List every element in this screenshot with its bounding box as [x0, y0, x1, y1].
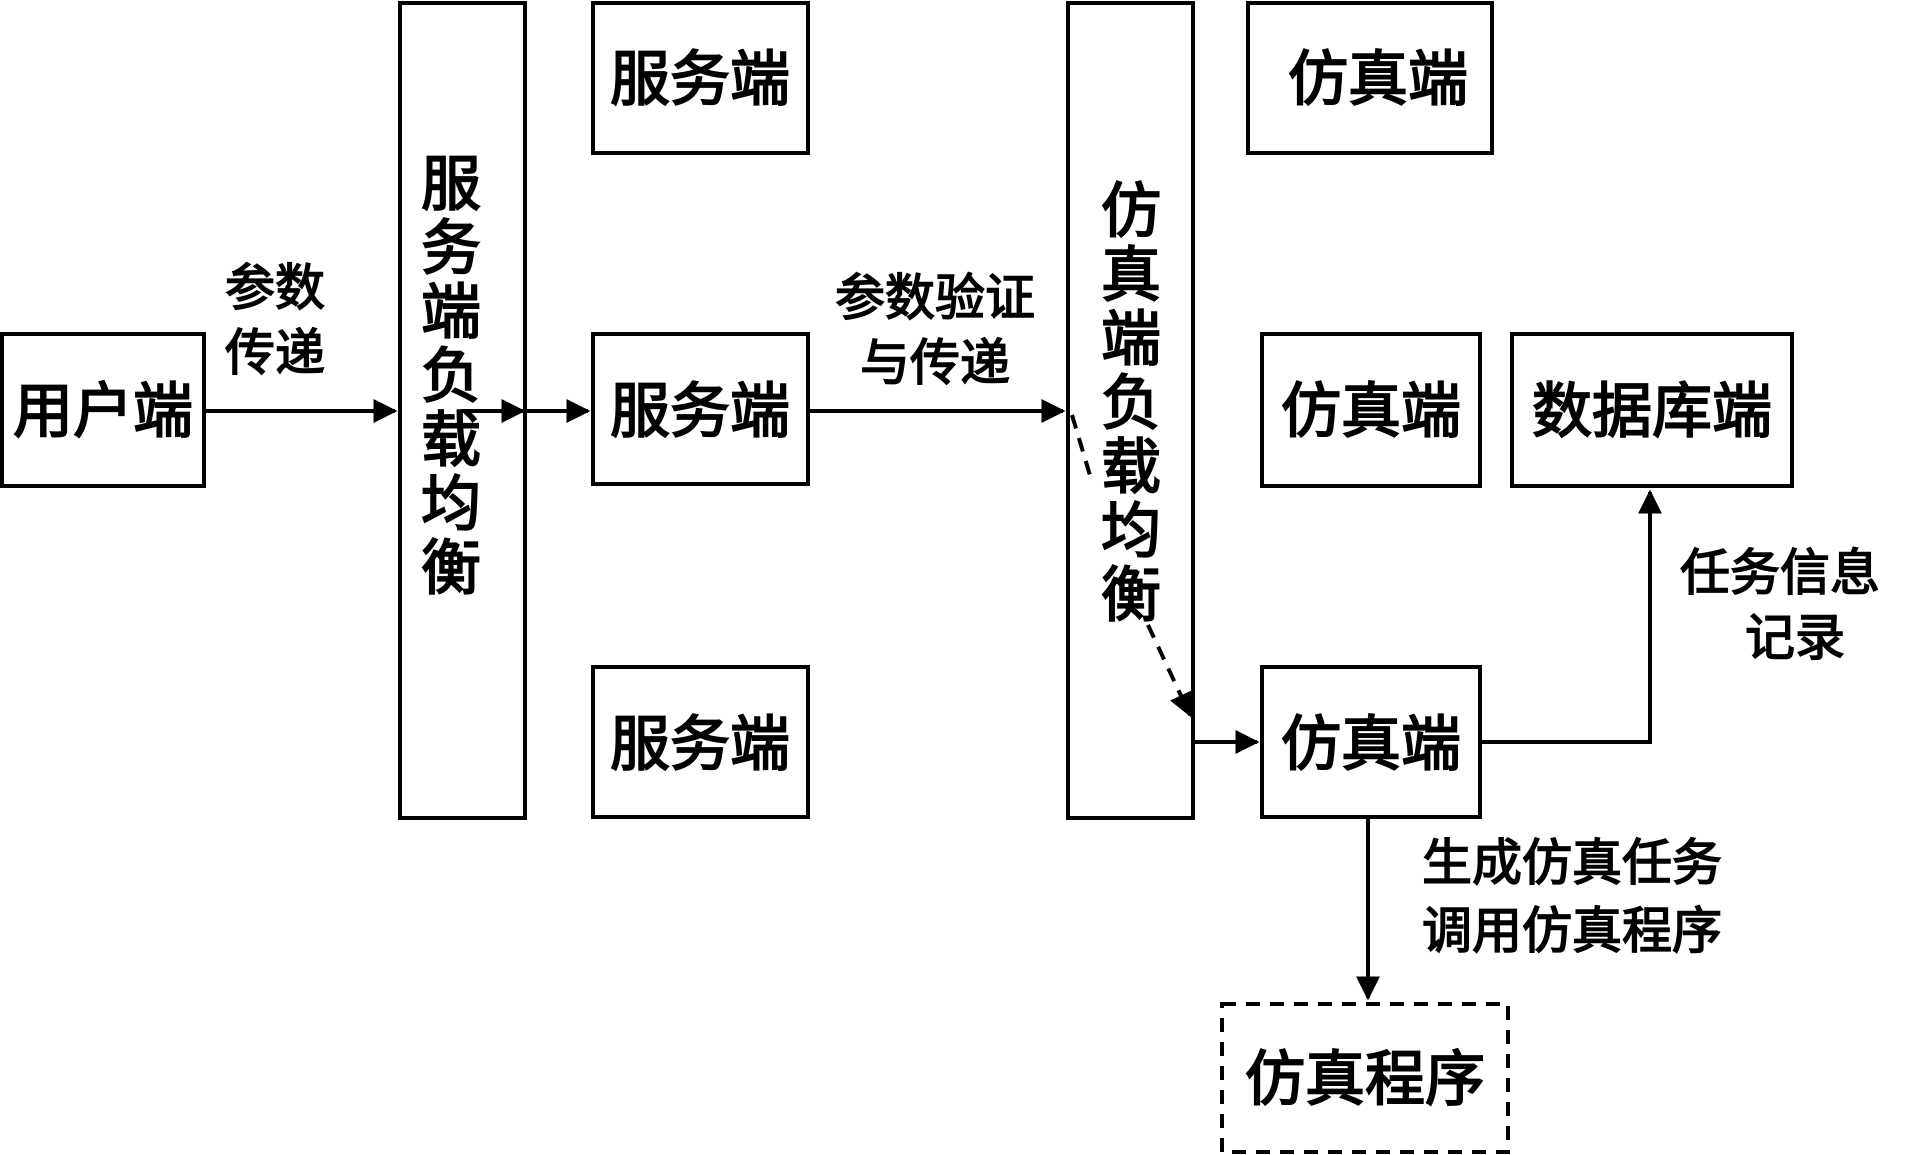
gen-task-label-line1: 生成仿真任务: [1422, 834, 1722, 892]
vertical-label-char: 端: [421, 278, 481, 348]
vertical-label-char: 真: [1101, 241, 1161, 311]
sim-lb-dispatch-dashed-top: [1070, 414, 1094, 483]
service-node-mid-label: 服务端: [610, 377, 790, 447]
service-node-bottom-label: 服务端: [610, 710, 790, 780]
param-transfer-label-line1: 参数: [225, 259, 325, 317]
sim-node-top-box: [1246, 1, 1494, 155]
task-record-label-line2: 记录: [1745, 609, 1845, 667]
service-node-bottom-box: [591, 665, 810, 819]
user-node-label: 用户端: [13, 377, 193, 447]
sim-node-mid-box: [1260, 332, 1482, 488]
vertical-label-char: 端: [1101, 305, 1161, 375]
param-verify-label-line2: 与传递: [860, 334, 1010, 392]
service-node-top-label: 服务端: [610, 45, 790, 115]
sim-load-balancer-box: [1066, 1, 1195, 820]
gen-task-label-line2: 调用仿真程序: [1422, 902, 1722, 960]
sim-node-bottom-label: 仿真端: [1281, 710, 1461, 780]
user-node-box: [0, 332, 206, 488]
sim-node-mid-label: 仿真端: [1281, 377, 1461, 447]
sim-lb-label: 仿真端负载均衡: [1101, 177, 1161, 631]
vertical-label-char: 负: [421, 342, 481, 412]
task-record-label-line1: 任务信息: [1680, 544, 1880, 602]
vertical-label-char: 均: [421, 470, 481, 540]
sim-program-node-box: [1220, 1002, 1510, 1154]
sim-node-top-label: 仿真端: [1288, 45, 1468, 115]
service-lb-label: 服务端负载均衡: [421, 150, 481, 604]
vertical-label-char: 载: [1101, 433, 1161, 503]
vertical-label-char: 务: [421, 214, 481, 284]
database-node-box: [1510, 332, 1794, 488]
service-node-top-box: [591, 1, 810, 155]
sim-program-node-label: 仿真程序: [1245, 1045, 1485, 1115]
sim-to-database-arrow: [1480, 489, 1662, 744]
vertical-label-char: 载: [421, 406, 481, 476]
vertical-label-char: 服: [421, 150, 481, 220]
vertical-label-char: 均: [1101, 497, 1161, 567]
sim-node-bottom-box: [1260, 665, 1482, 819]
vertical-label-char: 负: [1101, 369, 1161, 439]
vertical-label-char: 衡: [1101, 561, 1161, 631]
sim-lb-dispatch-dashed-bottom: [1146, 624, 1192, 718]
vertical-label-char: 仿: [1101, 177, 1161, 247]
database-node-label: 数据库端: [1532, 377, 1772, 447]
param-verify-label-line1: 参数验证: [835, 269, 1035, 327]
vertical-label-char: 衡: [421, 534, 481, 604]
param-transfer-label-line2: 传递: [224, 324, 325, 382]
